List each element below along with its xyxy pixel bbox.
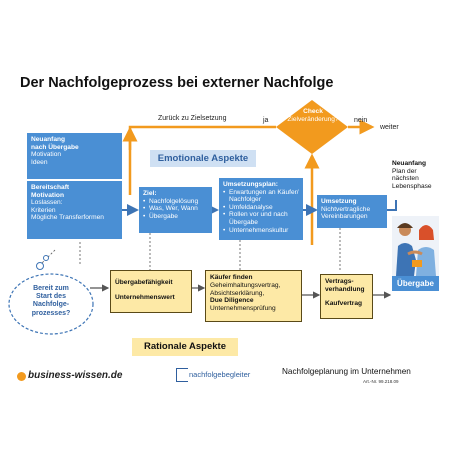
rational-aspects-label: Rationale Aspekte (132, 338, 238, 356)
box-neuanfang-right: Neuanfang Plan der nächsten Lebensphase (392, 160, 442, 200)
box-umsetzungsplan: Umsetzungsplan: Erwartungen an Käufer/ N… (219, 178, 303, 240)
box-vertrag-title2: verhandlung (325, 285, 365, 293)
box-umsetzungsplan-item: Unternehmenskultur (223, 227, 299, 235)
box-neuanfang-line: Ideen (31, 158, 48, 166)
dotted-connectors (39, 228, 341, 270)
nachfolgebegleiter-logo-icon (176, 368, 188, 382)
box-umsetzung-line: Vereinbarungen (321, 213, 368, 221)
box-bereitschaft-line: Kriterien (31, 206, 56, 214)
box-ziel-item: Was, Wer, Wann (143, 205, 208, 213)
box-neuanfang-line: Motivation (31, 151, 62, 159)
box-uebergabefaehigkeit-title: Übergabefähigkeit (115, 279, 173, 286)
box-neuanfang-title2: nach Übergabe (31, 143, 79, 151)
box-ziel-item: Nachfolgelösung (143, 198, 208, 206)
box-umsetzungsplan-item: Umfeldanalyse (223, 204, 299, 212)
footer-title: Nachfolgeplanung im Unternehmen (282, 367, 411, 376)
box-umsetzung-title: Umsetzung (321, 198, 357, 205)
check-diamond-shape (276, 100, 348, 154)
uebergabe-final-label: Übergabe (392, 276, 439, 291)
emotional-aspects-label: Emotionale Aspekte (150, 150, 256, 167)
box-kaeufer-bold-line: Due Diligence (210, 297, 254, 305)
box-kaeufer-title: Käufer finden (210, 274, 253, 281)
weiter-label: weiter (380, 124, 399, 131)
cloud-line: Nachfolge- (32, 301, 70, 309)
box-neuanfang-right-line: Plan der (392, 167, 417, 175)
box-vertragsverhandlung: Vertrags- verhandlung Kaufvertrag (320, 274, 373, 319)
box-umsetzung-line: Nichtvertragliche (321, 205, 371, 213)
box-neuanfang-right-line: Lebensphase (392, 182, 432, 190)
box-vertrag-line: Kaufvertrag (325, 299, 363, 307)
cloud-line: Start des (36, 293, 66, 301)
business-wissen-logo-icon (17, 372, 26, 381)
article-number: Art.-Nr. 99.218.09 (363, 379, 399, 384)
box-kaeufer-line: Unternehmensprüfung (210, 305, 276, 313)
cloud-shape (8, 273, 94, 335)
box-bereitschaft-line: Loslassen: (31, 199, 63, 207)
cloud-bubbles (36, 255, 49, 270)
check-diamond: Check Zielveränderung? (282, 108, 344, 124)
box-bereitschaft-line: Mögliche Transferformen (31, 214, 104, 222)
box-umsetzungsplan-item: Rollen vor und nach Übergabe (223, 211, 299, 226)
box-bereitschaft: Bereitschaft Motivation Loslassen: Krite… (27, 181, 122, 239)
box-neuanfang-right-title: Neuanfang (392, 160, 427, 167)
flow-arrow-4 (387, 200, 397, 211)
check-title: Check (303, 108, 323, 115)
box-umsetzungsplan-title: Umsetzungsplan: (223, 181, 278, 188)
box-umsetzung: Umsetzung Nichtvertragliche Vereinbarung… (317, 195, 387, 228)
box-umsetzungsplan-item: Erwartungen an Käufer/ Nachfolger (223, 189, 299, 204)
cloud-line: prozesses? (31, 309, 71, 317)
box-vertrag-title1: Vertrags- (325, 278, 354, 285)
cloud-question: Bereit zum Start des Nachfolge- prozesse… (16, 285, 86, 318)
ja-label: ja (263, 117, 269, 124)
nachfolgebegleiter-logo: nachfolgebegleiter (189, 370, 251, 379)
check-text: Zielveränderung? (287, 115, 339, 123)
box-kaeufer-finden: Käufer finden Geheimhaltungsvertrag, Abs… (205, 270, 302, 322)
box-neuanfang-title1: Neuanfang (31, 136, 66, 143)
zurueck-label: Zurück zu Zielsetzung (158, 115, 227, 122)
page-title: Der Nachfolgeprozess bei externer Nachfo… (20, 75, 334, 91)
business-wissen-logo: business-wissen.de (28, 370, 123, 381)
box-kaeufer-line: Geheimhaltungsvertrag, (210, 281, 281, 289)
nein-label: nein (354, 117, 368, 124)
box-ziel-title: Ziel: (143, 190, 157, 197)
box-uebergabefaehigkeit-line: Unternehmenswert (115, 293, 175, 301)
box-kaeufer-line: Absichtserklärung, (210, 289, 265, 297)
box-ziel-item: Übergabe (143, 213, 208, 221)
box-uebergabefaehigkeit: Übergabefähigkeit Unternehmenswert (110, 270, 192, 313)
handshake-illustration (392, 216, 439, 276)
box-neuanfang-nach-uebergabe: Neuanfang nach Übergabe Motivation Ideen (27, 133, 122, 179)
box-neuanfang-right-line: nächsten (392, 175, 419, 183)
box-bereitschaft-title2: Motivation (31, 191, 64, 199)
box-bereitschaft-title1: Bereitschaft (31, 184, 70, 191)
cloud-line: Bereit zum (33, 285, 69, 292)
box-ziel: Ziel: Nachfolgelösung Was, Wer, Wann Übe… (139, 187, 212, 233)
